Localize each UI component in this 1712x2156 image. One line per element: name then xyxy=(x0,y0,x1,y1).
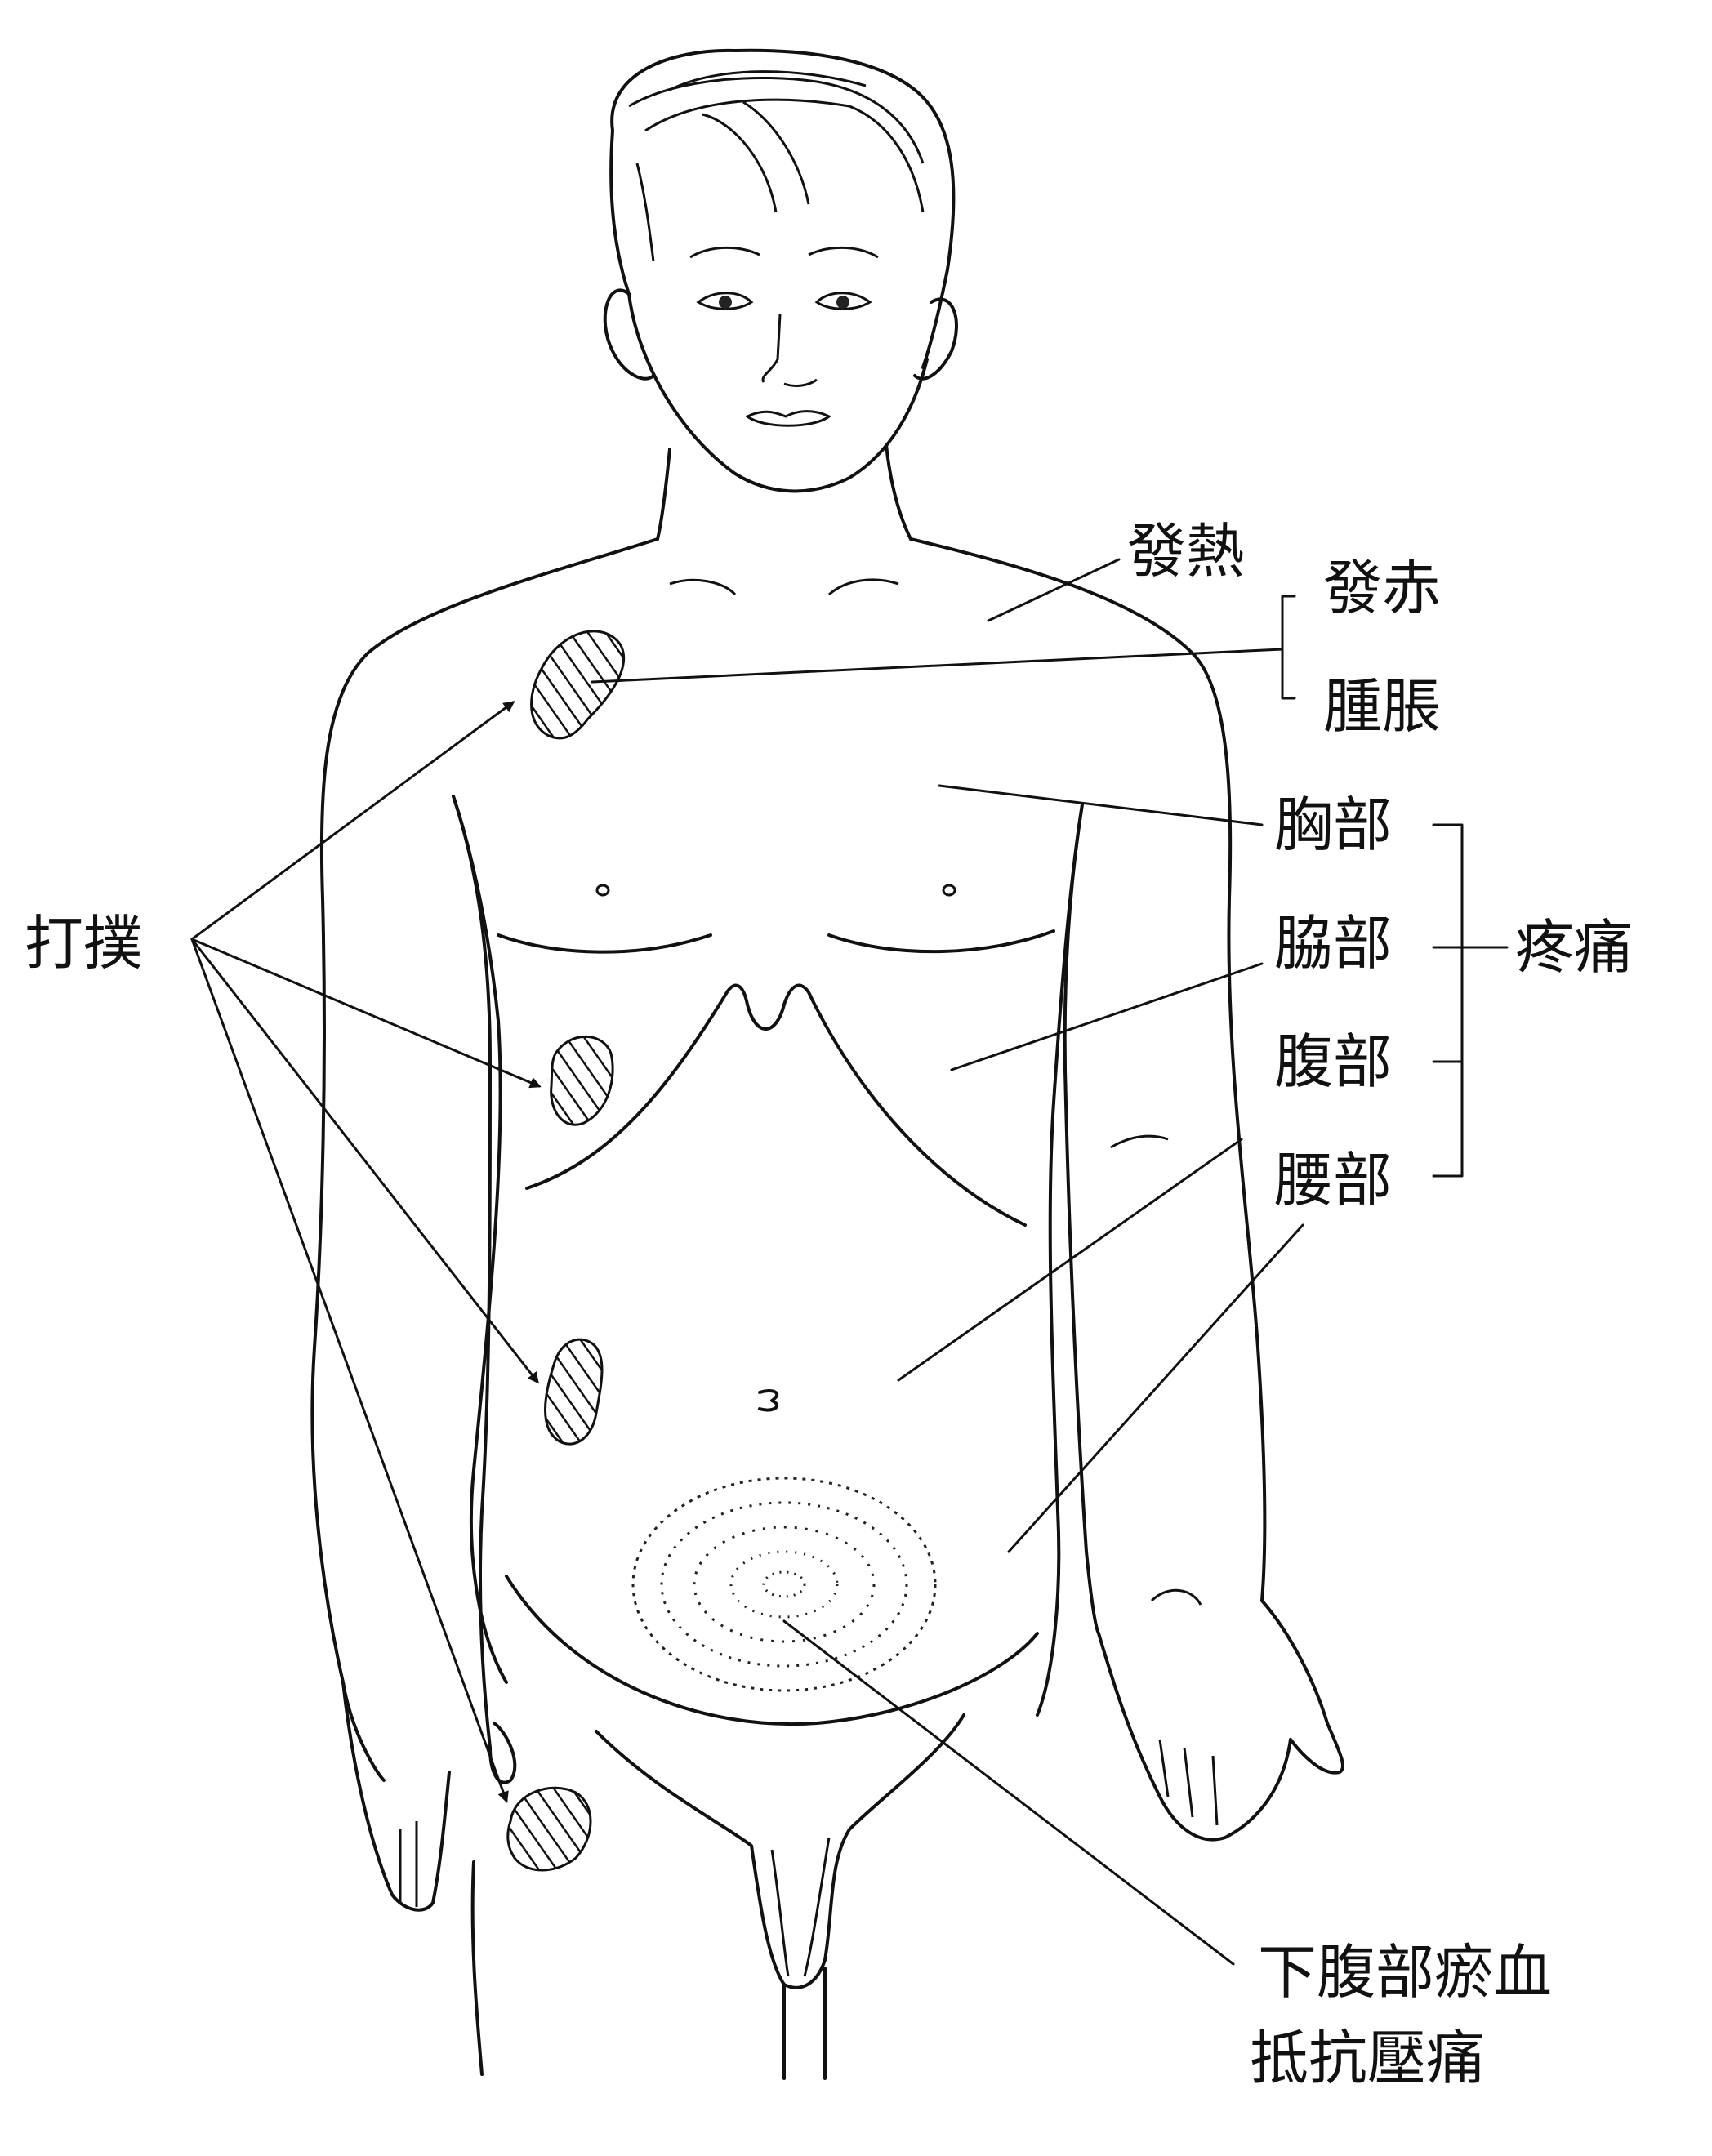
label-pain: 疼痛 xyxy=(1515,913,1633,982)
label-swelling: 腫脹 xyxy=(1323,672,1441,741)
label-bruise: 打撲 xyxy=(25,909,142,978)
label-lower-abdomen-1: 下腹部瘀血 xyxy=(1258,1938,1552,2007)
label-redness: 發赤 xyxy=(1323,554,1441,622)
contusion-abdomen xyxy=(544,1338,604,1446)
label-fever: 發熱 xyxy=(1127,517,1245,586)
figure-torso xyxy=(310,443,1344,2080)
contusion-thigh xyxy=(506,1786,592,1872)
label-chest: 胸部 xyxy=(1274,791,1392,859)
leader-lines xyxy=(190,558,1509,1966)
label-lumbar: 腰部 xyxy=(1274,1146,1392,1214)
label-abdomen: 腹部 xyxy=(1274,1027,1392,1096)
lower-abdomen-bruise xyxy=(631,1477,937,1692)
figure-head xyxy=(603,48,958,493)
contusion-shoulder xyxy=(530,630,626,740)
labels: 發熱 發赤 腫脹 胸部 脇部 腹部 腰部 疼痛 打撲 下腹部瘀血 抵抗壓痛 xyxy=(25,517,1633,2092)
label-lower-abdomen-2: 抵抗壓痛 xyxy=(1250,2024,1485,2092)
contusion-spots xyxy=(506,630,626,1872)
label-flank: 脇部 xyxy=(1274,909,1392,978)
contusion-flank xyxy=(550,1035,614,1126)
